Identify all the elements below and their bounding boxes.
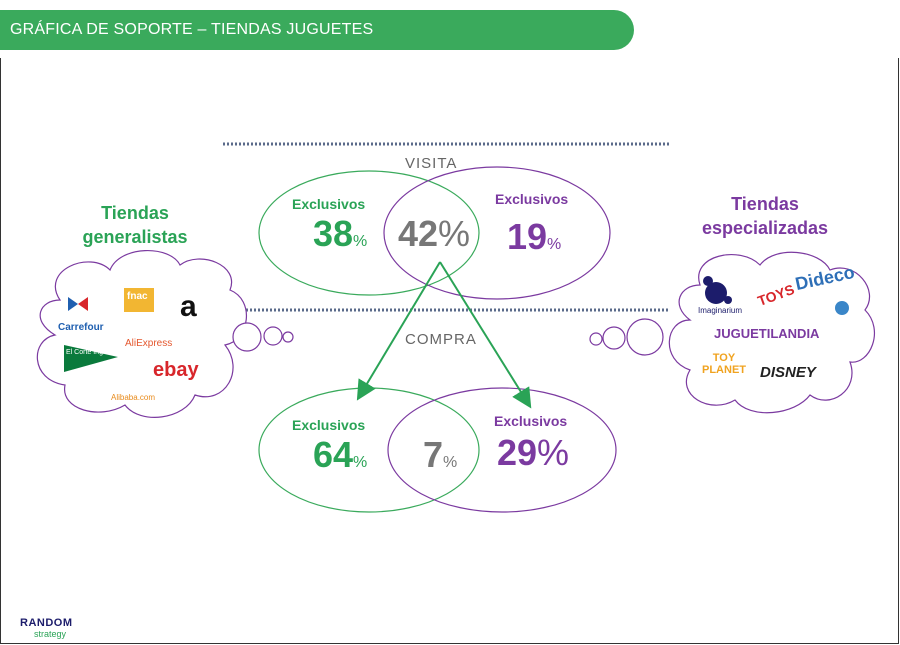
slide-frame (0, 58, 899, 644)
header-bar: GRÁFICA DE SOPORTE – TIENDAS JUGUETES (0, 10, 634, 50)
left-group-title: Tiendas generalistas (82, 203, 188, 247)
disney-logo: DISNEY (760, 364, 816, 381)
aliexpress-logo: AliExpress (125, 338, 173, 349)
compra-center-value: 7% (423, 434, 458, 475)
toy-planet-logo: TOY PLANET (702, 352, 746, 376)
alibaba-logo: Alibaba.com (111, 393, 156, 402)
imaginarium-logo: Imaginarium (698, 306, 743, 315)
amazon-logo: a (180, 290, 197, 323)
compra-right-ellipse (387, 387, 617, 513)
arrow-to-compra-left (356, 261, 441, 401)
dideco-globe-icon (835, 301, 849, 315)
visita-left-value: 38% (313, 213, 368, 254)
imaginarium-icon (703, 276, 732, 304)
compra-label: COMPRA (405, 331, 477, 348)
visita-right-ellipse (383, 166, 611, 300)
page-title: GRÁFICA DE SOPORTE – TIENDAS JUGUETES (10, 21, 374, 38)
fnac-logo: fnac (127, 291, 148, 302)
arrow-to-compra-right (439, 261, 532, 409)
visita-right-value: 19% (507, 216, 562, 257)
compra-left-value: 64% (313, 434, 368, 475)
el-corte-ingles-icon (64, 345, 118, 372)
el-corte-ingles-logo: El Corte Inglés (66, 349, 112, 356)
left-cloud (36, 250, 294, 418)
visita-left-label: Exclusivos (292, 196, 366, 212)
fnac-icon (124, 288, 154, 312)
compra-left-label: Exclusivos (292, 417, 366, 433)
visita-label: VISITA (405, 155, 458, 172)
carrefour-logo: Carrefour (58, 322, 104, 333)
juguetilandia-logo: JUGUETILANDIA (714, 326, 820, 341)
visita-center-value: 42% (398, 213, 471, 254)
compra-right-label: Exclusivos (494, 413, 568, 429)
visita-right-label: Exclusivos (495, 191, 569, 207)
ebay-logo: ebay (153, 359, 199, 381)
right-group-title: Tiendas especializadas (701, 194, 829, 238)
brand-logo: RANDOM strategy (20, 617, 73, 640)
compra-right-value: 29% (497, 432, 570, 473)
visita-left-ellipse (258, 170, 480, 296)
carrefour-icon (68, 297, 88, 311)
